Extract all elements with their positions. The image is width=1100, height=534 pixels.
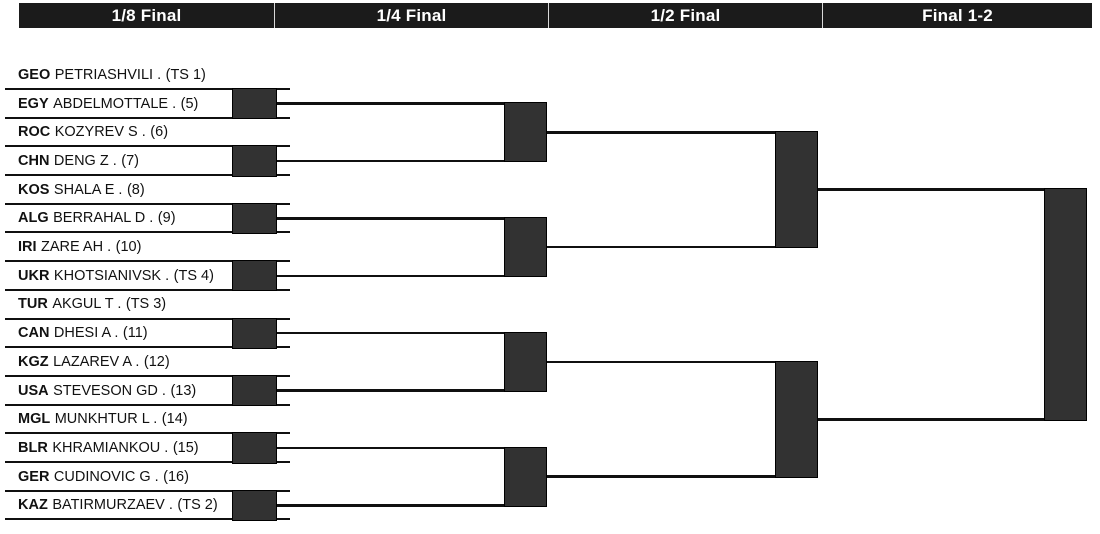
- line-qf-2: [547, 245, 818, 249]
- athlete-country: ROC: [18, 124, 51, 141]
- athlete-country: KGZ: [18, 353, 49, 370]
- athlete-name: ABDELMOTTALE .: [53, 95, 177, 112]
- athlete-name: ZARE AH .: [41, 239, 112, 256]
- athlete-country: EGY: [18, 95, 49, 112]
- athlete-name: BERRAHAL D .: [53, 210, 154, 227]
- athlete-name: MUNKHTUR L .: [54, 411, 158, 428]
- header-1-8-final: 1/8 Final: [111, 6, 182, 25]
- match-box-r16-7: [232, 432, 277, 464]
- line-r16-8: [277, 504, 547, 507]
- line-r16-3: [277, 217, 547, 220]
- match-box-r16-6: [232, 375, 277, 407]
- line-r16-2: [277, 159, 547, 163]
- athlete-seed: (10): [115, 239, 142, 256]
- line-r16-1: [277, 102, 547, 105]
- match-box-r16-8: [232, 489, 277, 521]
- athlete-seed: (TS 4): [173, 267, 214, 284]
- athlete-seed: (13): [170, 382, 197, 399]
- athlete-name: DHESI A .: [53, 325, 119, 342]
- match-box-r16-1: [232, 88, 277, 120]
- athlete-name: DENG Z .: [53, 152, 117, 169]
- match-box-qf-2: [504, 217, 547, 278]
- line-sf-1: [818, 188, 1087, 191]
- athlete-seed: (TS 2): [177, 497, 218, 514]
- match-box-qf-4: [504, 446, 547, 507]
- athlete-seed: (12): [143, 353, 170, 370]
- match-box-r16-2: [232, 145, 277, 177]
- athlete-seed: (14): [161, 411, 188, 428]
- athlete-country: BLR: [18, 439, 48, 456]
- athlete-country: KAZ: [18, 497, 48, 514]
- match-box-r16-4: [232, 260, 277, 292]
- athlete-country: TUR: [18, 296, 48, 313]
- line-r16-6: [277, 389, 547, 392]
- line-qf-4: [547, 475, 818, 478]
- line-qf-3: [547, 360, 818, 364]
- line-r16-7: [277, 446, 547, 450]
- athlete-seed: (15): [172, 439, 199, 456]
- athlete-country: CAN: [18, 325, 50, 342]
- athlete-seed: (6): [150, 124, 169, 141]
- athlete-seed: (11): [122, 325, 148, 342]
- athlete-country: KOS: [18, 181, 50, 198]
- round-header: 1/8 Final 1/4 Final 1/2 Final Final 1-2: [19, 3, 1092, 28]
- line-qf-1: [547, 131, 818, 134]
- athlete-name: AKGUL T .: [52, 296, 122, 313]
- athlete-name: LAZAREV A .: [53, 353, 140, 370]
- athlete-name: KOZYREV S .: [54, 124, 146, 141]
- line-r16-5: [277, 331, 547, 335]
- athlete-seed: (5): [180, 95, 199, 112]
- header-1-2-final: 1/2 Final: [548, 3, 822, 28]
- athlete-seed: (7): [121, 152, 139, 169]
- athlete-country: USA: [18, 382, 49, 399]
- athlete-seed: (16): [163, 468, 189, 485]
- match-box-qf-1: [504, 102, 547, 163]
- match-box-final: [1044, 188, 1087, 421]
- athlete-country: ALG: [18, 210, 49, 227]
- athlete-name: BATIRMURZAEV .: [52, 497, 173, 514]
- athlete-country: CHN: [18, 152, 50, 169]
- match-box-sf-1: [775, 131, 818, 249]
- athlete-seed: (8): [126, 181, 145, 198]
- athlete-name: CUDINOVIC G .: [53, 468, 159, 485]
- athlete-country: UKR: [18, 267, 50, 284]
- athlete-country: GEO: [18, 66, 51, 83]
- match-box-r16-3: [232, 202, 277, 234]
- match-box-sf-2: [775, 360, 818, 478]
- athlete-name: KHRAMIANKOU .: [52, 439, 169, 456]
- match-box-qf-3: [504, 331, 547, 392]
- header-1-4-final: 1/4 Final: [274, 3, 548, 28]
- athlete-country: MGL: [18, 411, 51, 428]
- header-final-1-2: Final 1-2: [822, 3, 1092, 28]
- athlete-name: KHOTSIANIVSK .: [53, 267, 170, 284]
- athlete-seed: (TS 3): [125, 296, 167, 313]
- line-sf-2: [818, 418, 1087, 421]
- match-box-r16-5: [232, 317, 277, 349]
- athlete-name: STEVESON GD .: [53, 382, 166, 399]
- athlete-seed: (9): [157, 210, 176, 227]
- line-r16-4: [277, 274, 547, 278]
- athlete-name: PETRIASHVILI .: [54, 66, 162, 83]
- athlete-name: SHALA E .: [53, 181, 123, 198]
- athlete-country: GER: [18, 468, 50, 485]
- athlete-country: IRI: [18, 239, 37, 256]
- athlete-seed: (TS 1): [165, 66, 206, 83]
